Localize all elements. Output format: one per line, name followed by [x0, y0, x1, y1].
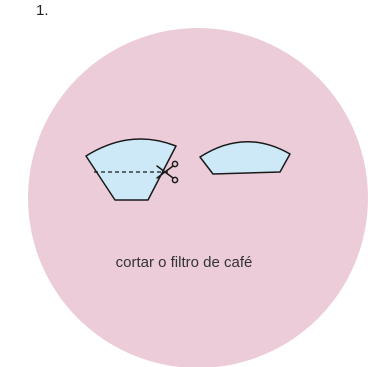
- coffee-filter-cut-piece: [199, 140, 291, 175]
- step-number: 1.: [36, 2, 49, 19]
- step-caption: cortar o filtro de café: [115, 254, 253, 271]
- scissors-icon: [156, 160, 179, 184]
- coffee-filter-whole: [85, 138, 177, 201]
- background-circle: [28, 28, 368, 367]
